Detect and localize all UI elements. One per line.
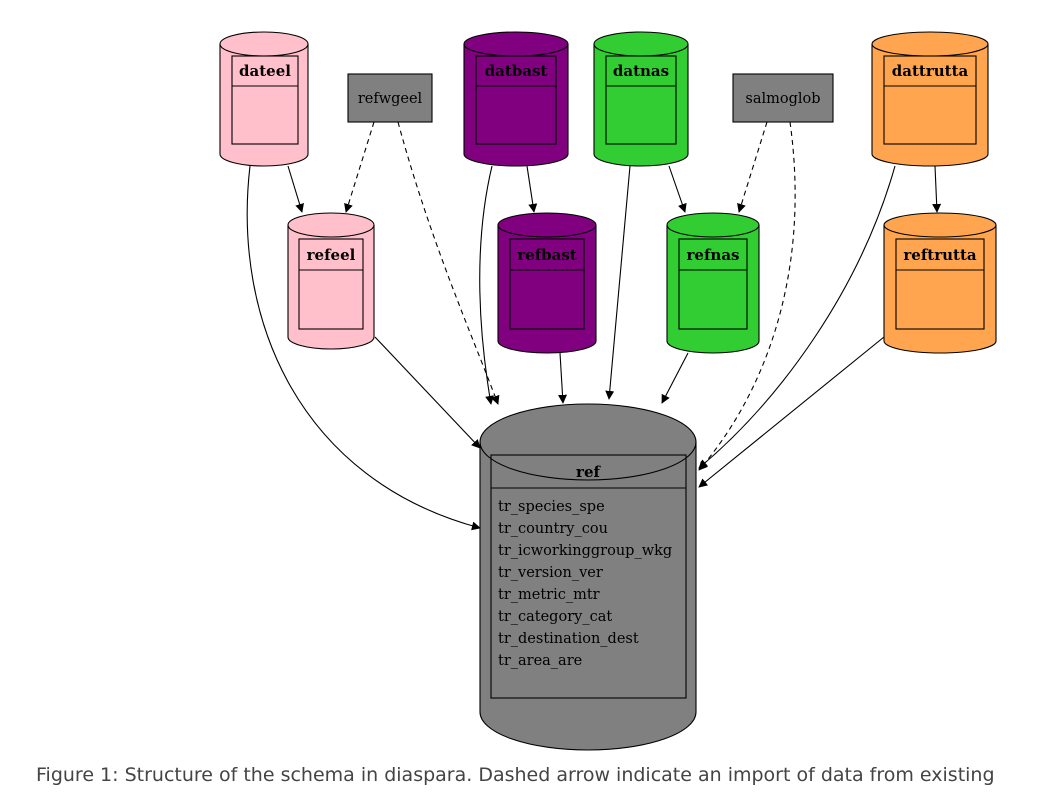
schema-diagram: refwgeel salmoglob dateel datbast datnas…: [219, 31, 997, 751]
edge-datnas-ref: [605, 165, 631, 400]
ref-field: tr_metric_mtr: [498, 587, 600, 603]
cylinder-refbast: refbast: [497, 212, 597, 354]
source-label: salmoglob: [745, 91, 820, 107]
db-title: dattrutta: [892, 62, 969, 80]
ref-field-list: tr_species_spe tr_country_cou tr_icworki…: [498, 499, 672, 669]
edge-refeel-ref: [374, 336, 481, 449]
edge-datbast-ref: [479, 165, 495, 405]
edge-refwgeel-refeel: [344, 121, 375, 213]
edge-refnas-ref: [661, 352, 689, 404]
db-title: refeel: [307, 246, 356, 264]
source-refwgeel: refwgeel: [347, 73, 433, 123]
ref-field: tr_category_cat: [498, 609, 612, 625]
cylinder-dattrutta: dattrutta: [871, 31, 989, 167]
edge-dateel-refeel: [287, 165, 304, 213]
edge-dattrutta-ref: [698, 165, 896, 469]
edge-salmoglob-ref: [698, 121, 796, 471]
db-title: refbast: [517, 246, 577, 264]
db-title: ref: [576, 463, 601, 481]
db-title: reftrutta: [903, 246, 976, 264]
edge-datbast-refbast: [526, 165, 538, 213]
edge-refbast-ref: [558, 352, 568, 404]
edge-dattrutta-reftrutta: [932, 165, 942, 213]
ref-field: tr_species_spe: [498, 499, 605, 515]
edge-dateel-ref: [246, 165, 481, 531]
cylinder-reftrutta: reftrutta: [883, 212, 997, 354]
ref-field: tr_area_are: [498, 653, 582, 669]
edge-salmoglob-refnas: [737, 121, 768, 213]
db-title: refnas: [687, 246, 740, 264]
ref-field: tr_icworkinggroup_wkg: [498, 543, 672, 559]
db-title: datnas: [613, 62, 669, 80]
cylinder-datbast: datbast: [463, 31, 569, 167]
source-salmoglob: salmoglob: [732, 73, 834, 123]
figure-caption: Figure 1: Structure of the schema in dia…: [36, 764, 995, 786]
edge-reftrutta-ref: [698, 336, 885, 488]
edge-datnas-refnas: [668, 165, 687, 213]
cylinder-dateel: dateel: [219, 31, 309, 167]
cylinder-refnas: refnas: [666, 212, 760, 354]
cylinder-refeel: refeel: [287, 212, 375, 350]
cylinder-ref: ref tr_species_spe tr_country_cou tr_icw…: [479, 403, 697, 751]
db-title: datbast: [485, 62, 548, 80]
source-label: refwgeel: [358, 91, 423, 107]
ref-field: tr_version_ver: [498, 565, 603, 581]
cylinder-datnas: datnas: [593, 31, 689, 167]
ref-field: tr_destination_dest: [498, 631, 639, 647]
db-title: dateel: [239, 62, 291, 80]
edge-refwgeel-ref: [397, 121, 500, 405]
ref-field: tr_country_cou: [498, 521, 608, 537]
